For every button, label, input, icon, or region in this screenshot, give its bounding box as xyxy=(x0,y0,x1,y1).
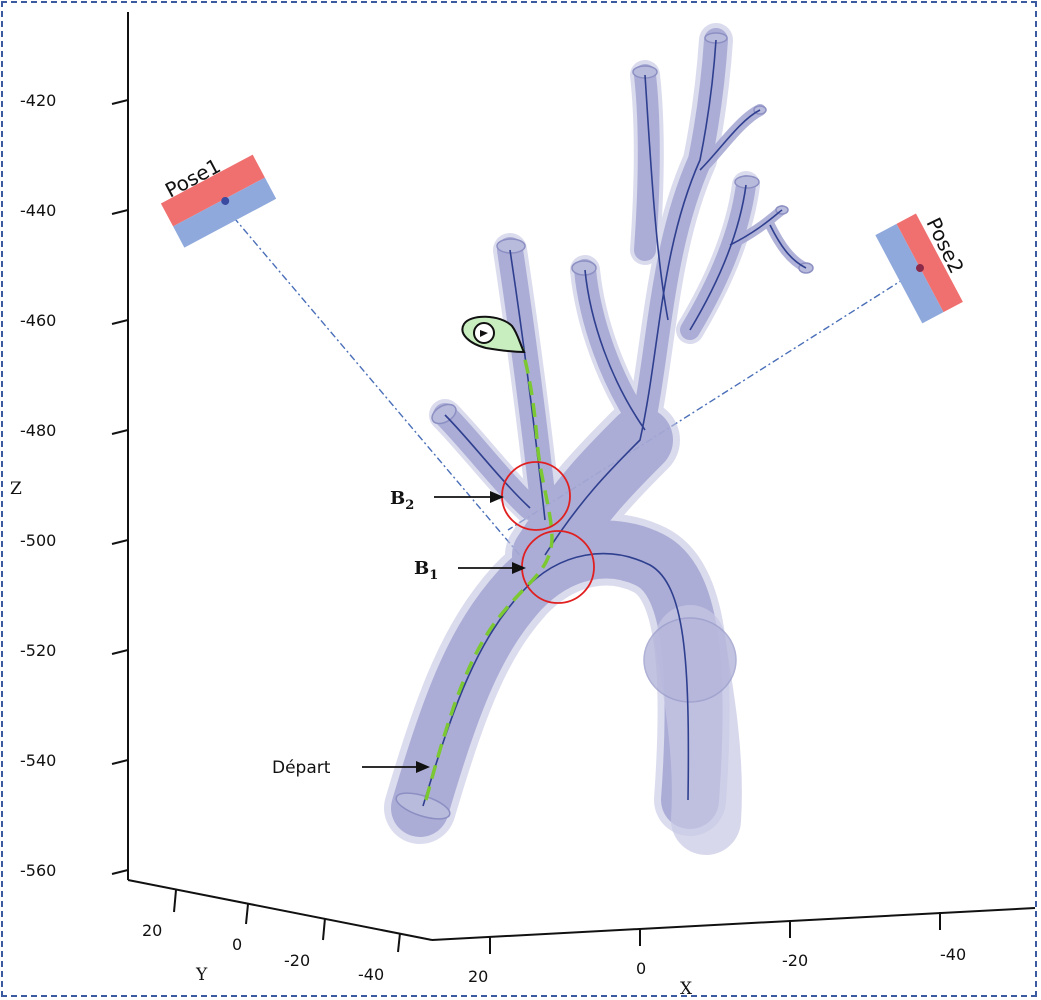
b2-subscript: 2 xyxy=(405,498,414,513)
x-tick-label: 20 xyxy=(468,967,488,986)
start-annotation: Départ xyxy=(272,758,430,778)
z-tick-label: -440 xyxy=(20,201,56,220)
svg-text:B2: B2 xyxy=(390,488,414,513)
pose2-sensor xyxy=(875,213,963,324)
z-tick-label: -500 xyxy=(20,531,56,550)
y-axis-label: Y xyxy=(195,965,208,985)
b1-subscript: 1 xyxy=(429,568,438,583)
b2-letter: B xyxy=(390,488,405,509)
z-tick-label: -480 xyxy=(20,421,56,440)
vessel-centerlines xyxy=(422,39,807,807)
z-tick-label: -540 xyxy=(20,751,56,770)
x-axis-label: X xyxy=(680,979,693,999)
catheter-tip-icon xyxy=(461,315,526,354)
y-tick-label: -20 xyxy=(284,951,310,970)
svg-text:B1: B1 xyxy=(414,558,438,583)
z-tick-label: -560 xyxy=(20,861,56,880)
z-tick-label: -420 xyxy=(20,91,56,110)
x-tick-label: -40 xyxy=(940,945,966,964)
start-label: Départ xyxy=(272,758,331,778)
z-tick-label: -520 xyxy=(20,641,56,660)
z-tick-label: -460 xyxy=(20,311,56,330)
bifurcation-circle-b2 xyxy=(501,461,571,531)
projection-lines xyxy=(223,205,919,561)
y-tick-label: 0 xyxy=(232,935,242,954)
b1-annotation: B1 xyxy=(414,558,526,583)
z-ticks xyxy=(111,99,129,875)
y-tick-label: 20 xyxy=(142,921,162,940)
x-tick-label: 0 xyxy=(636,959,646,978)
y-ticks xyxy=(173,889,401,953)
z-axis-label: Z xyxy=(10,479,22,499)
y-tick-label: -40 xyxy=(358,965,384,984)
x-tick-label: -20 xyxy=(782,951,808,970)
pose1-sensor xyxy=(160,154,277,248)
z-axis xyxy=(127,12,1036,941)
b1-letter: B xyxy=(414,558,429,579)
x-ticks xyxy=(489,912,941,954)
b2-annotation: B2 xyxy=(390,488,504,513)
